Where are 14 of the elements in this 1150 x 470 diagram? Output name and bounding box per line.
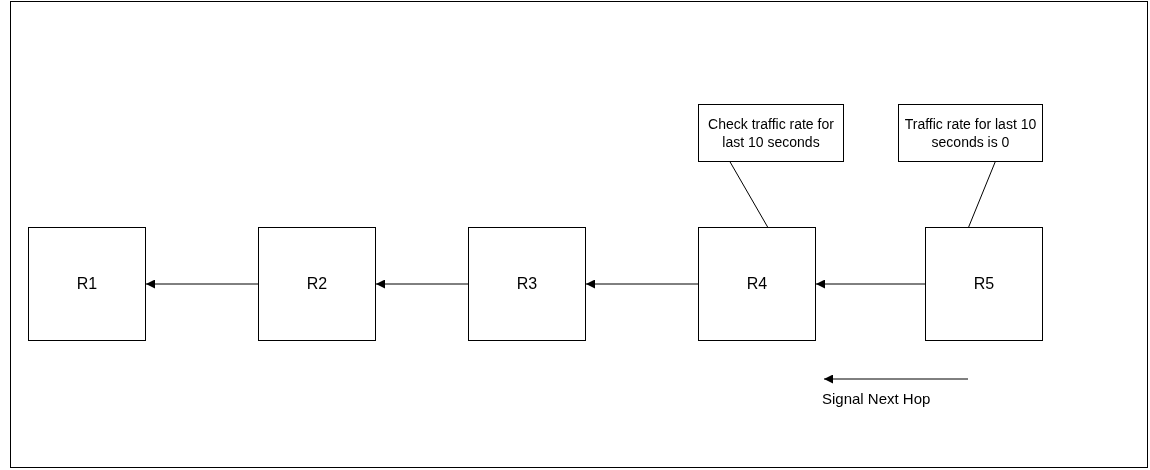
callout-box: Traffic rate for last 10 seconds is 0: [898, 104, 1043, 162]
router-box: R5: [925, 227, 1043, 341]
arrow: [815, 279, 926, 289]
router-box: R1: [28, 227, 146, 341]
legend-label: Signal Next Hop: [822, 390, 931, 407]
arrow: [585, 279, 699, 289]
router-box: R3: [468, 227, 586, 341]
leader-line: [729, 161, 769, 228]
arrow: [145, 279, 259, 289]
arrow: [375, 279, 469, 289]
callout-box: Check traffic rate for last 10 seconds: [698, 104, 844, 162]
router-box: R2: [258, 227, 376, 341]
leader-line: [968, 161, 996, 228]
router-box: R4: [698, 227, 816, 341]
